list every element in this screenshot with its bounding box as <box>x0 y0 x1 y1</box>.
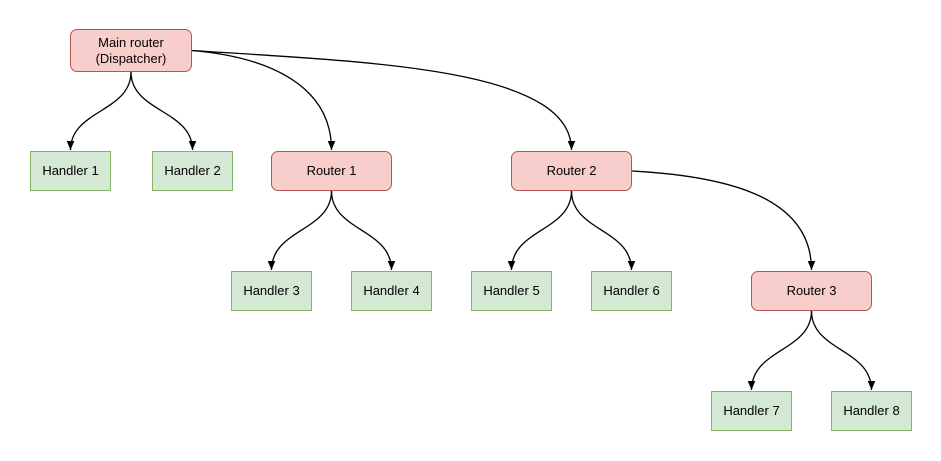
node-handler-5: Handler 5 <box>471 271 552 311</box>
node-handler-1-label: Handler 1 <box>42 163 99 178</box>
node-handler-3: Handler 3 <box>231 271 312 311</box>
edge-router-2-to-handler-6 <box>570 190 636 271</box>
node-router-2-label: Router 2 <box>546 163 597 178</box>
edge-main-router-to-handler-2 <box>130 71 197 151</box>
edge-main-router-to-router-2 <box>191 49 576 151</box>
edge-router-3-to-handler-8 <box>810 310 876 391</box>
node-main-router-label: Main router (Dispatcher) <box>95 34 167 66</box>
node-handler-8: Handler 8 <box>831 391 912 431</box>
node-handler-2: Handler 2 <box>152 151 233 191</box>
node-handler-4: Handler 4 <box>351 271 432 311</box>
node-handler-1: Handler 1 <box>30 151 111 191</box>
node-handler-7-label: Handler 7 <box>723 403 780 418</box>
edge-main-router-to-router-1 <box>191 49 336 151</box>
edge-main-router-to-handler-1 <box>66 71 132 151</box>
edge-router-2-to-handler-5 <box>507 190 573 271</box>
edge-router-1-to-handler-3 <box>267 190 333 271</box>
node-handler-2-label: Handler 2 <box>164 163 221 178</box>
node-handler-8-label: Handler 8 <box>843 403 900 418</box>
node-handler-6-label: Handler 6 <box>603 283 660 298</box>
node-handler-4-label: Handler 4 <box>363 283 420 298</box>
edge-router-2-to-router-3 <box>631 170 816 271</box>
edge-router-1-to-handler-4 <box>330 190 396 271</box>
node-router-1-label: Router 1 <box>306 163 357 178</box>
node-handler-3-label: Handler 3 <box>243 283 300 298</box>
node-router-2: Router 2 <box>511 151 632 191</box>
node-main-router: Main router (Dispatcher) <box>70 29 192 72</box>
node-handler-7: Handler 7 <box>711 391 792 431</box>
node-router-3-label: Router 3 <box>786 283 837 298</box>
edge-router-3-to-handler-7 <box>747 310 813 391</box>
node-handler-5-label: Handler 5 <box>483 283 540 298</box>
node-handler-6: Handler 6 <box>591 271 672 311</box>
node-router-3: Router 3 <box>751 271 872 311</box>
node-router-1: Router 1 <box>271 151 392 191</box>
